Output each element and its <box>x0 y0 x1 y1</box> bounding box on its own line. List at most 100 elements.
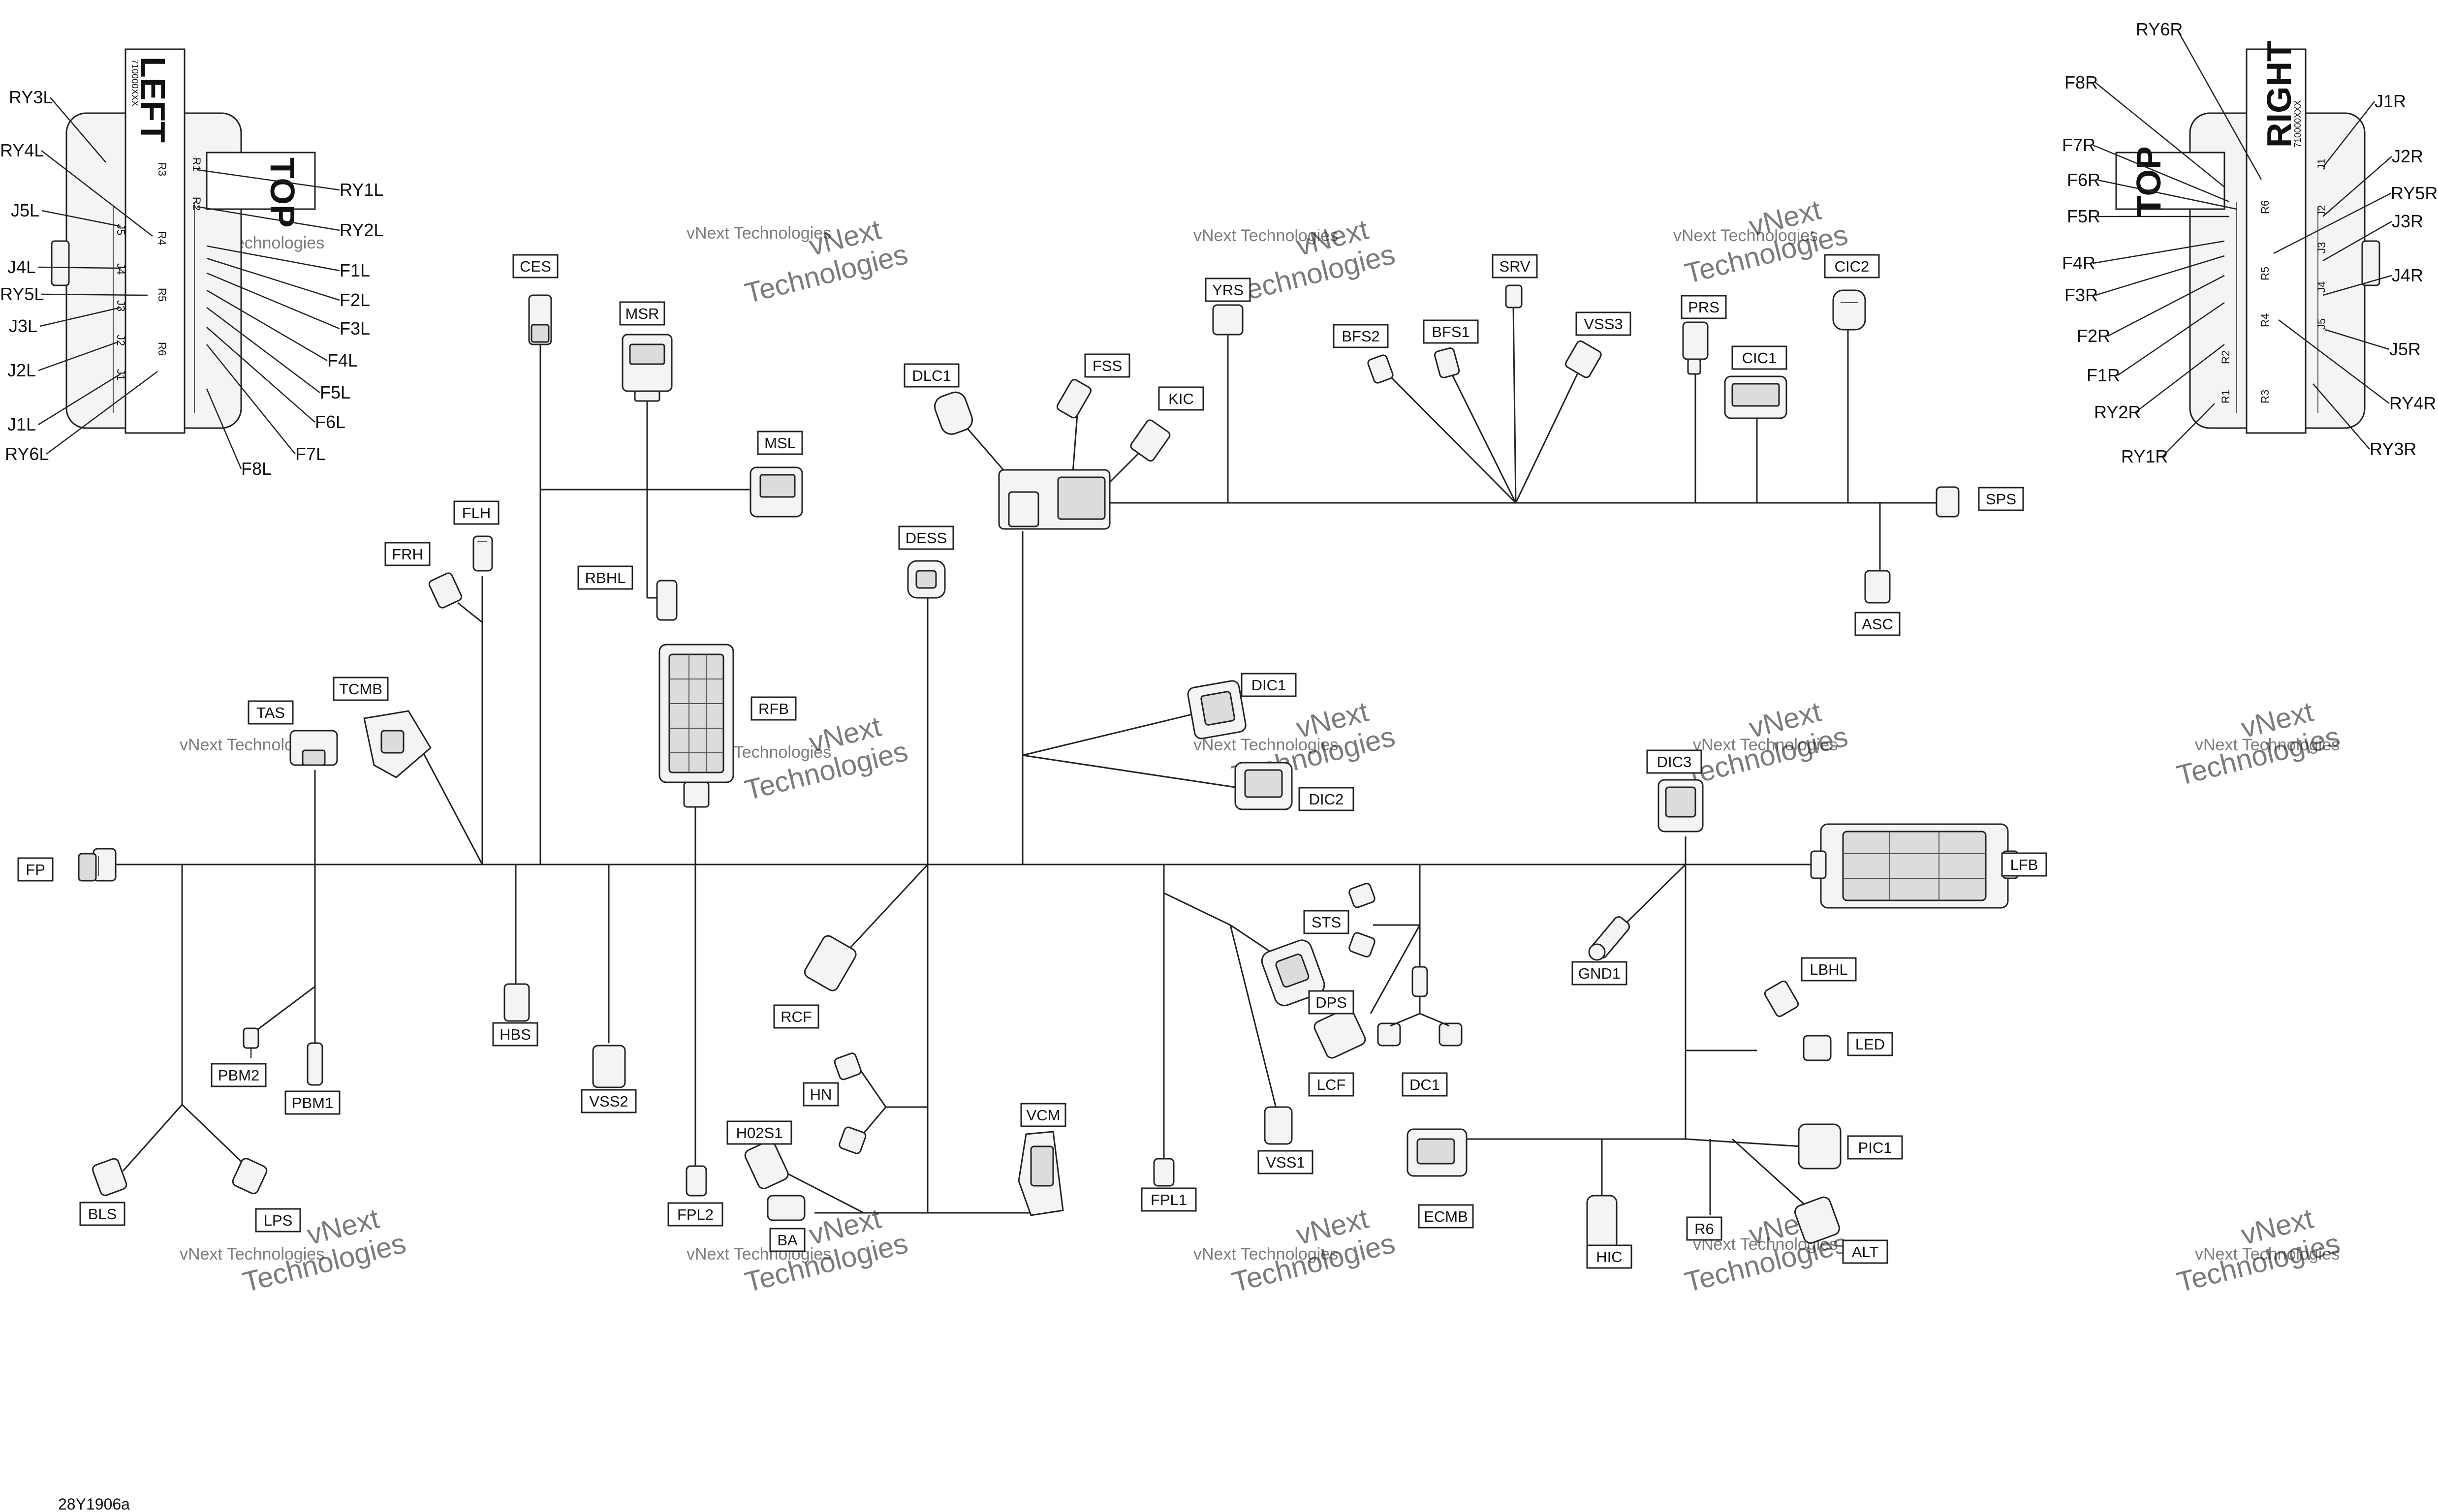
right-fuse-box-callout-leader-f4r <box>2093 240 2225 264</box>
connector-tag-box-cic1 <box>1731 345 1787 370</box>
rcf-wire <box>843 864 929 956</box>
dic1-connector-icon <box>1187 680 1247 740</box>
left-fuse-box-part-number: 710000XXX <box>130 59 140 106</box>
cic1-connector-icon <box>1724 375 1787 419</box>
connector-tag-ba: BA <box>769 1228 806 1252</box>
left-fuse-box-inner-label-j1: J1 <box>115 369 127 380</box>
connector-tag-box-hbs <box>492 1022 538 1047</box>
dic2-wire <box>1022 754 1236 788</box>
left-fuse-box-callout-j5l: J5L <box>11 200 39 220</box>
connector-tag-fp: FP <box>17 857 54 882</box>
left-fuse-box-callout-ry4l: RY4L <box>0 140 44 160</box>
connector-tag-tas: TAS <box>248 700 294 725</box>
right-fuse-box-callout-j3r: J3R <box>2392 211 2423 231</box>
kic-connector-icon <box>1130 419 1171 462</box>
right-fuse-box-callout-f5r: F5R <box>2067 206 2100 226</box>
left-fuse-box-callout-leader-j1l <box>38 373 121 426</box>
connector-tag-label-pbm1: PBM1 <box>292 1094 333 1111</box>
pic1-wire <box>1685 1138 1802 1147</box>
connector-tag-box-sps <box>1978 487 2024 511</box>
left-fuse-box-callout-leader-ry3l <box>50 97 106 163</box>
connector-tag-label-vss3: VSS3 <box>1584 315 1623 333</box>
rfb-fuse-block-icon <box>658 644 734 808</box>
connector-tag-fpl1: FPL1 <box>1141 1187 1197 1212</box>
connector-tag-box-pic1 <box>1847 1135 1903 1160</box>
watermark-text-9: vNext Technologies <box>1693 736 1838 754</box>
left-fuse-box-callout-leader-f2l <box>206 257 340 301</box>
connector-tag-dic2: DIC2 <box>1298 787 1354 811</box>
right-fuse-box-callout-leader-j5r <box>2325 329 2390 350</box>
right-fuse-box-callout-j1r: J1R <box>2375 91 2406 111</box>
connector-tag-fpl2: FPL2 <box>667 1202 723 1227</box>
bfs2-connector-icon <box>1367 354 1394 384</box>
connector-tag-srv: SRV <box>1492 254 1538 278</box>
connector-tag-label-dlc1: DLC1 <box>912 367 951 384</box>
connector-tag-box-ecmb <box>1418 1204 1474 1229</box>
connector-tag-kic: KIC <box>1158 386 1204 411</box>
left-fuse-box-callout-ry1l: RY1L <box>340 180 383 200</box>
left-fuse-box-callout-j1l: J1L <box>7 414 36 434</box>
connector-tag-label-sps: SPS <box>1986 491 2016 508</box>
connector-tag-box-srv <box>1492 254 1538 278</box>
left-fuse-box: LEFT 710000XXX TOP <box>51 48 316 434</box>
left-fuse-box-inner-label-j5: J5 <box>115 224 127 235</box>
connector-tag-box-vss1 <box>1257 1150 1313 1174</box>
cic2-connector-icon <box>1832 289 1866 331</box>
connector-tag-hic: HIC <box>1586 1244 1632 1269</box>
connector-tag-box-fpl1 <box>1141 1187 1197 1212</box>
bfs1-wire <box>1451 373 1517 503</box>
vss3-wire <box>1515 369 1581 503</box>
connector-tag-label-kic: KIC <box>1168 390 1194 407</box>
connector-tag-dic3: DIC3 <box>1646 749 1702 774</box>
connector-tag-label-bls: BLS <box>88 1205 117 1223</box>
connector-tag-led: LED <box>1847 1032 1893 1056</box>
junction-block-icon <box>998 469 1111 530</box>
connector-tag-hn: HN <box>803 1082 839 1107</box>
left-fuse-box-callout-leader-f1l <box>206 245 340 272</box>
bfs1-connector-icon <box>1434 347 1460 378</box>
connector-tag-rfb: RFB <box>750 696 797 721</box>
right-fuse-box-callout-ry1r: RY1R <box>2121 446 2168 466</box>
figure-code: 28Y1906a <box>58 1495 130 1512</box>
connector-tag-box-vcm <box>1020 1103 1066 1127</box>
pbm2-sensor-icon <box>243 1027 259 1058</box>
connector-tag-label-fpl2: FPL2 <box>677 1206 714 1223</box>
connector-tag-label-pic1: PIC1 <box>1858 1139 1892 1156</box>
left-fuse-box-callout-ry5l: RY5L <box>0 284 44 304</box>
dlc1-connector-icon <box>934 391 973 435</box>
connector-tag-label-fp: FP <box>26 861 45 878</box>
lps-connector-icon <box>232 1158 268 1195</box>
left-fuse-box-callout-leader-ry2l <box>196 206 340 231</box>
right-fuse-box-callout-j2r: J2R <box>2392 146 2423 166</box>
right-fuse-box-callout-leader-ry6r <box>2176 29 2262 180</box>
hn-connector-icon-b <box>839 1126 867 1154</box>
right-fuse-box-inner-label-j5: J5 <box>2315 318 2328 330</box>
connector-tag-fss: FSS <box>1084 353 1130 378</box>
connector-tag-label-fss: FSS <box>1093 357 1122 374</box>
connector-tag-pbm2: PBM2 <box>211 1063 267 1087</box>
left-fuse-box-callout-ry6l: RY6L <box>5 444 49 464</box>
connector-tag-label-gnd1: GND1 <box>1578 965 1621 982</box>
right-fuse-box-callout-leader-j1r <box>2322 101 2375 168</box>
vss2-connector-icon <box>592 1045 626 1088</box>
right-fuse-box-inner-label-j3: J3 <box>2315 242 2328 253</box>
connector-tag-tcmb: TCMB <box>333 677 389 701</box>
connector-tag-box-fpl2 <box>667 1202 723 1227</box>
connector-tag-prs: PRS <box>1681 295 1727 319</box>
left-fuse-box-top-plate <box>206 152 316 210</box>
left-fuse-box-callout-leader-f3l <box>206 272 340 330</box>
right-fuse-box-callout-ry3r: RY3R <box>2370 439 2416 459</box>
alt-wire <box>1731 1138 1812 1211</box>
connector-tag-label-vss1: VSS1 <box>1266 1154 1305 1171</box>
right-fuse-box-side-tab <box>2361 240 2380 286</box>
watermark-text-15: vNext Technologies <box>2195 1245 2340 1264</box>
right-fuse-box-callout-leader-j2r <box>2322 156 2392 217</box>
vss1-wire <box>1163 892 1231 926</box>
right-fuse-box-callout-leader-ry3r <box>2313 383 2370 450</box>
connector-tag-box-sts <box>1303 910 1349 934</box>
left-fuse-box-inner-label-j4: J4 <box>115 263 127 275</box>
connector-tag-label-msr: MSR <box>625 305 659 322</box>
hn-connector-icon-a <box>834 1052 862 1080</box>
left-fuse-box-callout-ry3l: RY3L <box>9 87 53 107</box>
right-fuse-box-inner-label-j1: J1 <box>2315 158 2328 170</box>
